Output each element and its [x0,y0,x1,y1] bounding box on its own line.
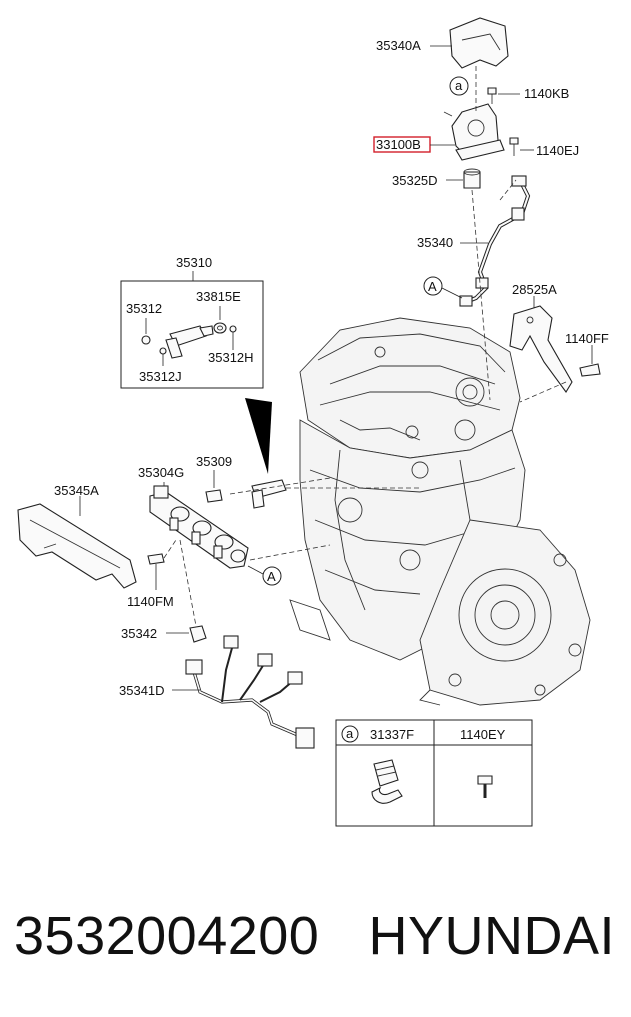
fuel-rail-35304g [149,485,249,569]
label-35310: 35310 [176,255,212,270]
label-1140ej: 1140EJ [536,143,579,158]
label-33100b: 33100B [376,137,421,152]
bracket-28525a [509,305,573,393]
accessory-table [335,719,533,827]
engine-block [289,317,591,706]
label-31337f: 31337F [370,727,414,742]
oring-35312 [141,335,151,345]
label-A-left: A [267,569,276,584]
ring-35312j [159,347,167,355]
label-35345a: 35345A [54,483,99,498]
label-28525a: 28525A [512,282,557,297]
label-35341d: 35341D [119,683,165,698]
callout-A-left [262,566,282,586]
high-pressure-pump-33100b [443,103,505,161]
bolt-1140ey [477,775,493,798]
label-1140kb: 1140KB [524,86,569,101]
label-1140ff: 1140FF [565,331,609,346]
label-35312: 35312 [126,301,162,316]
label-35340: 35340 [417,235,453,250]
label-35312h: 35312H [208,350,254,365]
rail-cover-35345a [17,503,137,589]
label-35342: 35342 [121,626,157,641]
callout-a-top [449,76,469,96]
clamp-31337f [371,759,403,804]
label-1140fm: 1140FM [127,594,174,609]
label-1140ey: 1140EY [460,727,506,742]
label-A-right: A [428,279,437,294]
label-35340a: 35340A [376,38,421,53]
highlight-33100b [373,136,431,153]
label-a-top: a [455,78,463,93]
callout-A-right [423,276,443,296]
label-35312j: 35312J [139,369,182,384]
label-33815e: 33815E [196,289,241,304]
label-35325d: 35325D [392,173,438,188]
pointer-wedge [245,398,272,474]
footer: 3532004200 HYUNDAI [0,900,631,980]
brand-name: HYUNDAI [368,906,615,966]
wiring-harness-35341d [185,635,315,749]
pressure-sensor-35342 [189,625,207,643]
part-number: 3532004200 [14,906,320,966]
clip-35309 [205,489,223,503]
tappet-35325d [463,171,481,189]
label-35304g: 35304G [138,465,184,480]
injector-kit-box [120,280,264,389]
label-a-table: a [346,726,354,741]
parts-diagram: 35340A a 1140KB 33100B 1140EJ 35325D 353… [17,17,609,827]
seal-ring-33815e [213,322,227,334]
ring-35312h [229,325,237,333]
label-35309: 35309 [196,454,232,469]
pump-cover-35340a [449,17,509,69]
injector [165,325,214,359]
